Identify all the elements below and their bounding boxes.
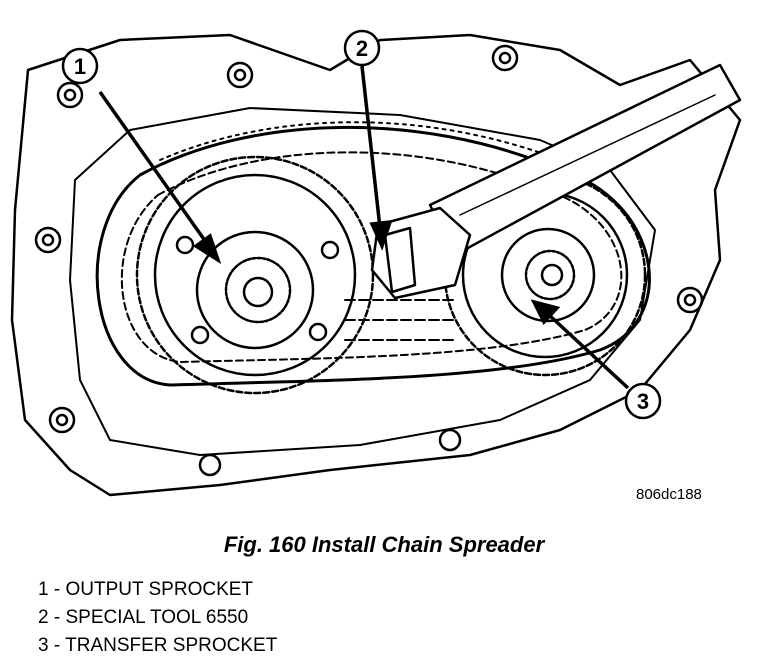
bolt-boss xyxy=(226,61,254,89)
bolt-boss xyxy=(55,413,69,427)
legend-item-number: 3 xyxy=(38,635,49,656)
callout-2-number: 2 xyxy=(356,36,368,61)
bolt-boss xyxy=(56,81,84,109)
chain-links-top xyxy=(159,121,556,161)
output-sprocket-teeth xyxy=(135,155,375,395)
output-sprocket-spline xyxy=(224,256,292,324)
bolt-boss xyxy=(676,286,704,314)
bolt-boss xyxy=(438,428,462,452)
legend-item-text: SPECIAL TOOL 6550 xyxy=(65,607,249,628)
transfer-sprocket-bore xyxy=(540,263,564,287)
legend-item: 3 - TRANSFER SPROCKET xyxy=(38,635,278,656)
bolt-boss xyxy=(34,226,62,254)
drive-chain-outer xyxy=(95,126,651,387)
illustration-svg: 1 2 3 xyxy=(10,29,742,497)
bolt-boss xyxy=(41,233,55,247)
bolt-boss xyxy=(491,44,519,72)
legend-item-text: TRANSFER SPROCKET xyxy=(65,635,278,656)
legend-list: 1 - OUTPUT SPROCKET 2 - SPECIAL TOOL 655… xyxy=(38,576,277,660)
chain-spreader-illustration: 1 2 3 xyxy=(10,29,742,497)
special-tool-handle xyxy=(428,63,742,257)
legend-item: 2 - SPECIAL TOOL 6550 xyxy=(38,607,249,628)
figure-reference-code: 806dc188 xyxy=(636,486,702,503)
drive-chain-inner xyxy=(120,151,623,363)
housing-inner-rim xyxy=(69,107,656,456)
bolt-boss xyxy=(48,406,76,434)
callout-3-circle xyxy=(624,382,662,420)
output-sprocket-rim xyxy=(153,173,357,377)
callout-1-number: 1 xyxy=(74,54,86,79)
legend-item-number: 1 xyxy=(38,579,49,600)
legend-item-number: 2 xyxy=(38,607,49,628)
bolt-boss xyxy=(233,68,247,82)
callout-3-number: 3 xyxy=(637,389,649,414)
figure-caption: Fig. 160 Install Chain Spreader xyxy=(223,532,545,557)
transfer-sprocket-hub xyxy=(500,227,596,323)
bolt-boss xyxy=(498,51,512,65)
legend-item: 1 - OUTPUT SPROCKET xyxy=(38,579,254,600)
transfer-sprocket-spline xyxy=(524,249,576,301)
legend-item-text: OUTPUT SPROCKET xyxy=(65,579,254,600)
bolt-boss xyxy=(198,453,222,477)
output-sprocket-hub xyxy=(195,230,315,350)
output-sprocket-bore xyxy=(242,276,274,308)
bolt-boss xyxy=(683,293,697,307)
callout-1-circle xyxy=(61,47,99,85)
callout-2-circle xyxy=(343,29,381,67)
bolt-boss xyxy=(63,88,77,102)
